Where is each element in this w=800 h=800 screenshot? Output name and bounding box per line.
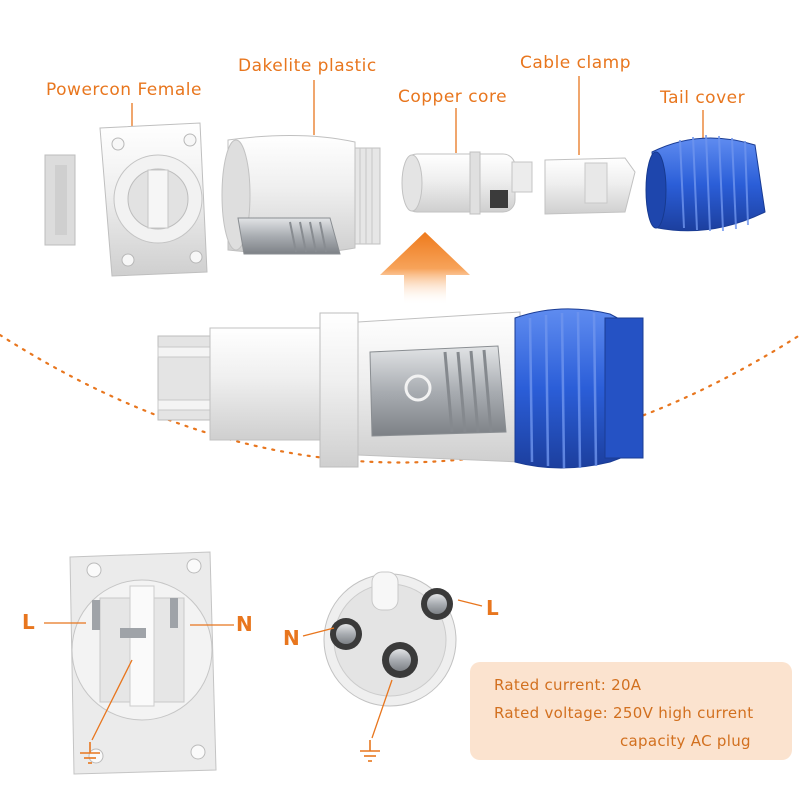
dakelite-plastic-housing xyxy=(221,134,381,255)
label-tail-cover: Tail cover xyxy=(660,88,746,108)
spec-capacity: capacity AC plug xyxy=(620,732,751,750)
pin-label-l-plug: L xyxy=(486,596,499,620)
ground-icon xyxy=(360,740,380,762)
label-powercon-female: Powercon Female xyxy=(46,80,202,100)
pin-label-n-plug: N xyxy=(283,626,300,650)
pin-contact-ground xyxy=(382,642,418,678)
pin-contact-n xyxy=(330,618,362,650)
label-cable-clamp: Cable clamp xyxy=(520,53,632,73)
pin-label-l-socket: L xyxy=(22,610,35,634)
dotted-arc-divider xyxy=(0,333,800,464)
cable-clamp xyxy=(544,157,636,215)
assembled-connector xyxy=(157,308,644,469)
spec-rated-voltage: Rated voltage: 250V high current xyxy=(494,704,754,722)
powercon-female-socket xyxy=(44,122,208,277)
copper-core xyxy=(401,151,533,215)
label-copper-core: Copper core xyxy=(398,87,508,107)
spec-rated-current: Rated current: 20A xyxy=(494,676,642,694)
socket-face-view xyxy=(69,551,217,775)
pin-label-n-socket: N xyxy=(236,612,253,636)
tail-cover xyxy=(645,134,766,232)
pin-leader-lines xyxy=(44,599,483,741)
leader-lines xyxy=(131,76,704,155)
plug-face-view xyxy=(323,571,457,707)
ground-icon xyxy=(80,742,100,764)
label-dakelite-plastic: Dakelite plastic xyxy=(238,56,377,76)
pin-contact-l xyxy=(421,588,453,620)
spec-box: Rated current: 20A Rated voltage: 250V h… xyxy=(470,662,792,760)
up-arrow-icon xyxy=(380,232,470,305)
